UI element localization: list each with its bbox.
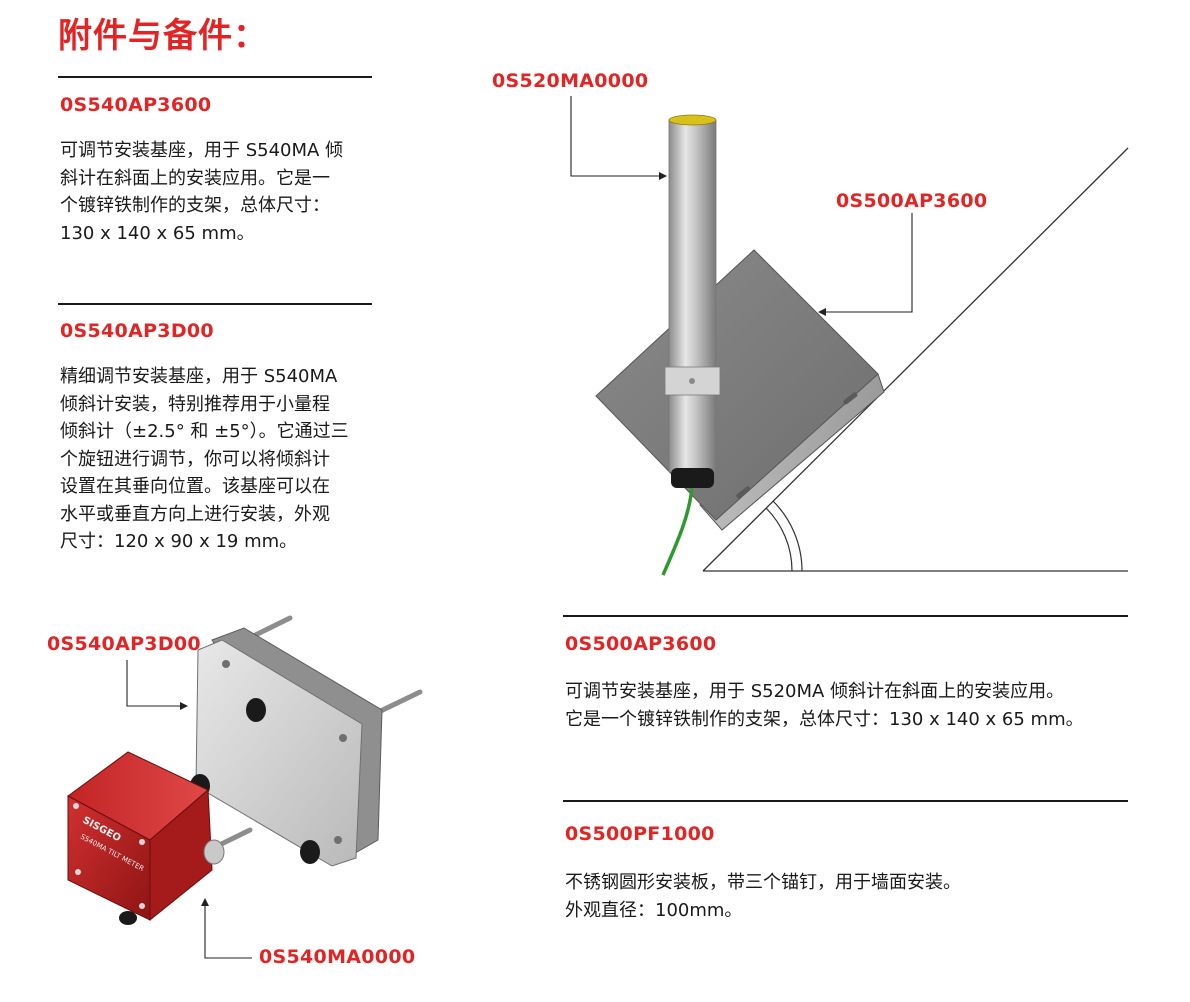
callout-leader — [570, 96, 660, 177]
housing-screw — [139, 839, 145, 845]
callout-arrowhead — [180, 702, 188, 710]
base-hole — [334, 836, 342, 844]
callout-arrowhead — [659, 172, 667, 180]
callout-label: 0S540MA0000 — [259, 946, 416, 968]
clamp-screw — [689, 378, 695, 384]
callout-label: 0S520MA0000 — [492, 70, 649, 92]
callout-label: 0S500AP3600 — [836, 190, 988, 212]
product-description: 可调节安装基座，用于 S540MA 倾 斜计在斜面上的安装应用。它是一 个镀锌铁… — [60, 137, 343, 247]
cable-gland — [203, 839, 225, 865]
callout-leader — [826, 213, 913, 313]
description-line: 设置在其垂向位置。该基座可以在 — [60, 476, 330, 497]
callout-leader — [204, 906, 252, 959]
sensor-bottom-cap — [671, 468, 714, 488]
adjustment-knob — [246, 698, 266, 722]
angle-arc — [772, 500, 803, 572]
base-hole — [339, 734, 347, 742]
product-description: 可调节安装基座，用于 S520MA 倾斜计在斜面上的安装应用。 它是一个镀锌铁制… — [565, 678, 1084, 733]
description-line: 倾斜计安装，特别推荐用于小量程 — [60, 393, 330, 415]
description-line: 倾斜计（±2.5° 和 ±5°）。它通过三 — [60, 421, 349, 442]
section-divider — [563, 615, 1128, 617]
description-line: 尺寸：120 x 90 x 19 mm。 — [60, 531, 298, 552]
tiltmeter-side — [149, 788, 213, 922]
product-code: 0S500PF1000 — [565, 823, 715, 845]
description-line: 它是一个镀锌铁制作的支架，总体尺寸：130 x 140 x 65 mm。 — [565, 708, 1084, 730]
page-title: 附件与备件： — [58, 16, 268, 56]
callout-label: 0S540AP3D00 — [47, 633, 201, 655]
housing-screw — [139, 903, 145, 909]
bracket-slot — [736, 486, 751, 499]
callout-arrowhead — [818, 308, 826, 316]
sensor-cable — [661, 485, 694, 576]
housing-foot — [119, 911, 137, 925]
product-description: 精细调节安装基座，用于 S540MA 倾斜计安装，特别推荐用于小量程 倾斜计（±… — [60, 363, 349, 556]
section-divider — [58, 76, 372, 78]
adjustment-knob — [300, 840, 320, 864]
description-line: 斜计在斜面上的安装应用。它是一 — [60, 167, 330, 189]
description-line: 外观直径：100mm。 — [565, 899, 743, 921]
product-code: 0S540AP3D00 — [60, 320, 214, 342]
description-line: 精细调节安装基座，用于 S540MA — [60, 366, 338, 387]
sensor-tube — [668, 119, 717, 473]
inclined-surface-line — [702, 147, 1129, 572]
product-description: 不锈钢圆形安装板，带三个锚钉，用于墙面安装。 外观直径：100mm。 — [565, 869, 961, 924]
description-line: 可调节安装基座，用于 S520MA 倾斜计在斜面上的安装应用。 — [565, 681, 1065, 702]
section-divider — [58, 303, 372, 305]
callout-arrowhead — [201, 898, 209, 906]
product-code: 0S500AP3600 — [565, 633, 717, 655]
angle-arc — [765, 507, 793, 572]
callout-leader — [126, 660, 180, 707]
bracket-slot — [843, 392, 858, 405]
description-line: 水平或垂直方向上进行安装，外观 — [60, 503, 330, 525]
description-line: 130 x 140 x 65 mm。 — [60, 222, 255, 244]
description-line: 个旋钮进行调节，你可以将倾斜计 — [60, 448, 330, 470]
sensor-cap — [668, 114, 717, 126]
housing-screw — [75, 869, 81, 875]
housing-screw — [73, 803, 79, 809]
description-line: 可调节安装基座，用于 S540MA 倾 — [60, 140, 344, 161]
description-line: 不锈钢圆形安装板，带三个锚钉，用于墙面安装。 — [565, 872, 961, 893]
section-divider — [563, 800, 1128, 802]
base-hole — [222, 660, 230, 668]
base-plate — [195, 639, 363, 867]
product-code: 0S540AP3600 — [60, 94, 212, 116]
description-line: 个镀锌铁制作的支架，总体尺寸： — [60, 195, 330, 216]
